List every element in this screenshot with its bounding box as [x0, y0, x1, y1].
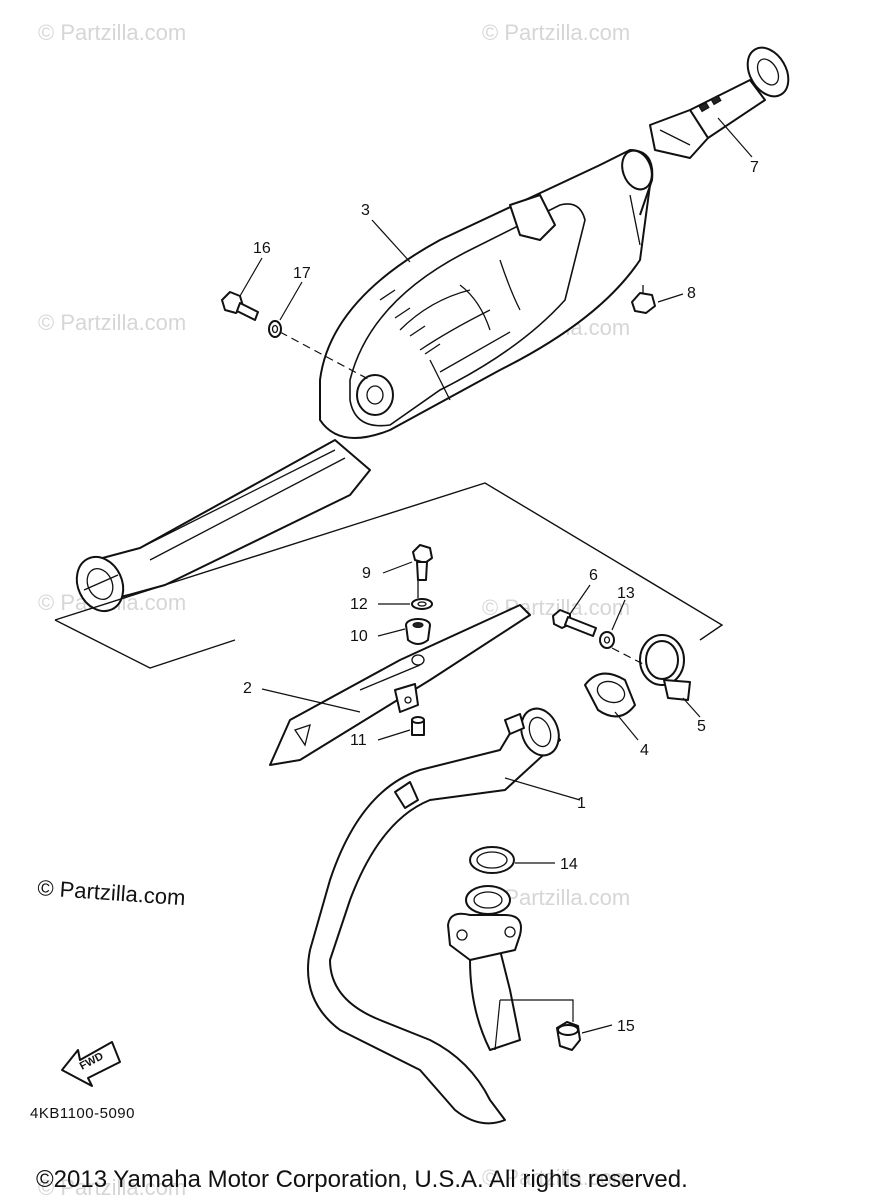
- callout-16: 16: [253, 240, 271, 257]
- grommet-10: [405, 618, 431, 645]
- group-box-top: [54, 482, 724, 641]
- gasket-4: [584, 672, 636, 718]
- bolt-8: [631, 285, 656, 314]
- watermark: © Partzilla.com: [482, 1165, 630, 1190]
- callout-9: 9: [362, 565, 371, 582]
- part-code: 4KB1100-5090: [30, 1105, 135, 1122]
- callout-12: 12: [350, 596, 368, 613]
- assembly-line: [611, 647, 646, 666]
- callout-7: 7: [750, 159, 759, 176]
- callout-15: 15: [617, 1018, 635, 1035]
- bracket: [269, 604, 531, 766]
- callout-1: 1: [577, 795, 586, 812]
- callout-17: 17: [293, 265, 311, 282]
- callout-2: 2: [243, 680, 252, 697]
- bolt-16: [221, 291, 259, 321]
- watermark: © Partzilla.com: [38, 310, 186, 335]
- callout-numbers: 1 2 3 4 5 6 7 8 9 10 11 12 13 14 15 16 1…: [243, 159, 759, 1035]
- watermark: © Partzilla.com: [482, 20, 630, 45]
- spark-arrester: [649, 46, 790, 159]
- partzilla-mark: © Partzilla.com: [37, 875, 187, 910]
- bolt-6: [552, 609, 597, 637]
- callout-6: 6: [589, 567, 598, 584]
- callout-10: 10: [350, 628, 368, 645]
- exhaust-pipe: [307, 707, 561, 1125]
- copyright: ©2013 Yamaha Motor Corporation, U.S.A. A…: [36, 1166, 688, 1193]
- bolt-9: [412, 544, 433, 581]
- washer-12: [411, 598, 433, 610]
- callout-3: 3: [361, 202, 370, 219]
- callout-11: 11: [350, 732, 367, 749]
- fwd-arrow-icon: FWD: [61, 1041, 121, 1087]
- callout-13: 13: [617, 585, 635, 602]
- group-box-bottom: [54, 619, 236, 669]
- watermark: © Partzilla.com: [38, 1175, 186, 1200]
- assembly-line: [279, 331, 371, 381]
- washer-17: [268, 320, 282, 338]
- collar-11: [411, 716, 425, 736]
- nut-15: [556, 1021, 581, 1051]
- callout-5: 5: [697, 718, 706, 735]
- callout-4: 4: [640, 742, 649, 759]
- watermark: © Partzilla.com: [38, 20, 186, 45]
- clamp-5: [639, 634, 691, 701]
- washer-13: [599, 631, 615, 649]
- gasket-14: [469, 846, 515, 874]
- muffler: [75, 149, 654, 613]
- callout-lines: [239, 117, 753, 1051]
- callout-8: 8: [687, 285, 696, 302]
- callout-14: 14: [560, 856, 578, 873]
